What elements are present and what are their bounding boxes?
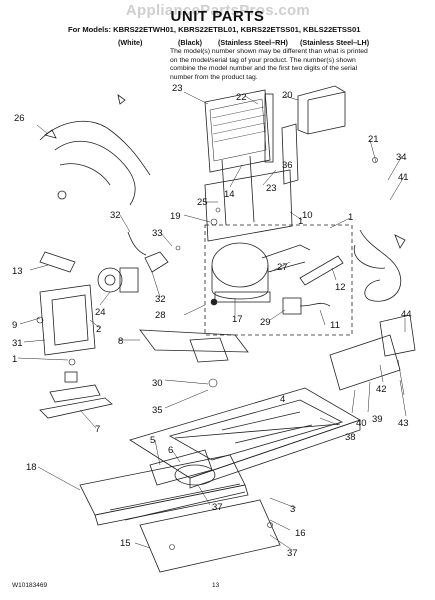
variant-ss-rh: (Stainless Steel–RH) (218, 38, 288, 47)
callout-16: 16 (295, 528, 306, 539)
bracket-right (329, 314, 416, 391)
grille-18 (79, 454, 281, 573)
callout-1a: 1 (348, 212, 353, 223)
callout-1b: 1 (12, 354, 17, 365)
callout-23a: 23 (172, 83, 183, 94)
callout-24: 24 (95, 307, 106, 318)
page-number: 13 (212, 582, 220, 589)
callout-12: 12 (335, 282, 346, 293)
callout-32a: 32 (110, 210, 121, 221)
callout-20: 20 (282, 90, 293, 101)
base-pan (129, 387, 361, 489)
callout-19: 19 (170, 211, 181, 222)
back-panel (204, 169, 293, 242)
callout-22: 22 (236, 92, 247, 103)
callout-4: 4 (280, 394, 285, 405)
variant-ss-lh: (Stainless Steel–LH) (300, 38, 370, 47)
callout-21: 21 (368, 134, 379, 145)
condenser-assembly (204, 89, 274, 226)
callout-41: 41 (398, 172, 409, 183)
page-title: UNIT PARTS (170, 8, 265, 25)
callout-40: 40 (356, 418, 367, 429)
callout-30: 30 (152, 378, 163, 389)
callout-8: 8 (118, 336, 123, 347)
callout-23b: 23 (266, 183, 277, 194)
bracket-7 (39, 371, 113, 419)
callout-27: 27 (277, 262, 288, 273)
callout-5: 5 (150, 435, 155, 446)
tube-12 (299, 255, 344, 286)
callout-26: 26 (14, 113, 25, 124)
callout-15: 15 (120, 538, 131, 549)
callout-29: 29 (260, 317, 271, 328)
callout-10: 10 (302, 210, 313, 221)
callout-33: 33 (152, 228, 163, 239)
callout-31: 31 (12, 338, 23, 349)
gasket-13 (39, 251, 76, 273)
wire-harness-41 (353, 229, 406, 302)
models-line: For Models: KBRS22ETWH01, KBRS22ETBL01, … (68, 25, 361, 34)
callout-32b: 32 (155, 294, 166, 305)
fan-shroud (39, 284, 96, 356)
variant-black: (Black) (178, 38, 202, 47)
variant-white: (White) (118, 38, 143, 47)
callout-3: 3 (290, 504, 295, 515)
fan-motor (97, 267, 139, 293)
callout-9: 9 (12, 320, 17, 331)
callout-18: 18 (26, 462, 37, 473)
callout-17: 17 (232, 314, 243, 325)
model-note: The model(s) number shown may be differe… (170, 48, 368, 81)
compressor (211, 242, 311, 303)
callout-35: 35 (152, 405, 163, 416)
callout-43: 43 (398, 418, 409, 429)
callout-34: 34 (396, 152, 407, 163)
watermark: AppliancePartsPros.com (125, 2, 311, 19)
callout-25: 25 (197, 197, 208, 208)
part-32b (144, 251, 169, 273)
callout-36: 36 (282, 160, 293, 171)
callout-1c: 1 (298, 216, 303, 227)
bracket-23 (281, 123, 299, 185)
callout-13: 13 (12, 266, 23, 277)
callout-2: 2 (96, 324, 101, 335)
callout-14: 14 (224, 189, 235, 200)
callout-39: 39 (372, 414, 383, 425)
callout-37a: 37 (212, 502, 223, 513)
callout-44: 44 (401, 309, 412, 320)
callout-42: 42 (376, 384, 387, 395)
relay-29 (282, 297, 331, 315)
callout-28: 28 (155, 310, 166, 321)
shroud-part (297, 85, 346, 135)
defrost-coil (149, 449, 216, 486)
callout-7: 7 (95, 424, 100, 435)
callout-11: 11 (330, 320, 340, 331)
doc-number: W10183469 (12, 582, 48, 589)
part-32a (127, 231, 147, 256)
callout-38: 38 (345, 432, 356, 443)
callout-6: 6 (168, 445, 173, 456)
wire-harness-26 (39, 94, 151, 206)
callout-37b: 37 (287, 548, 298, 559)
duct-8 (139, 329, 249, 363)
